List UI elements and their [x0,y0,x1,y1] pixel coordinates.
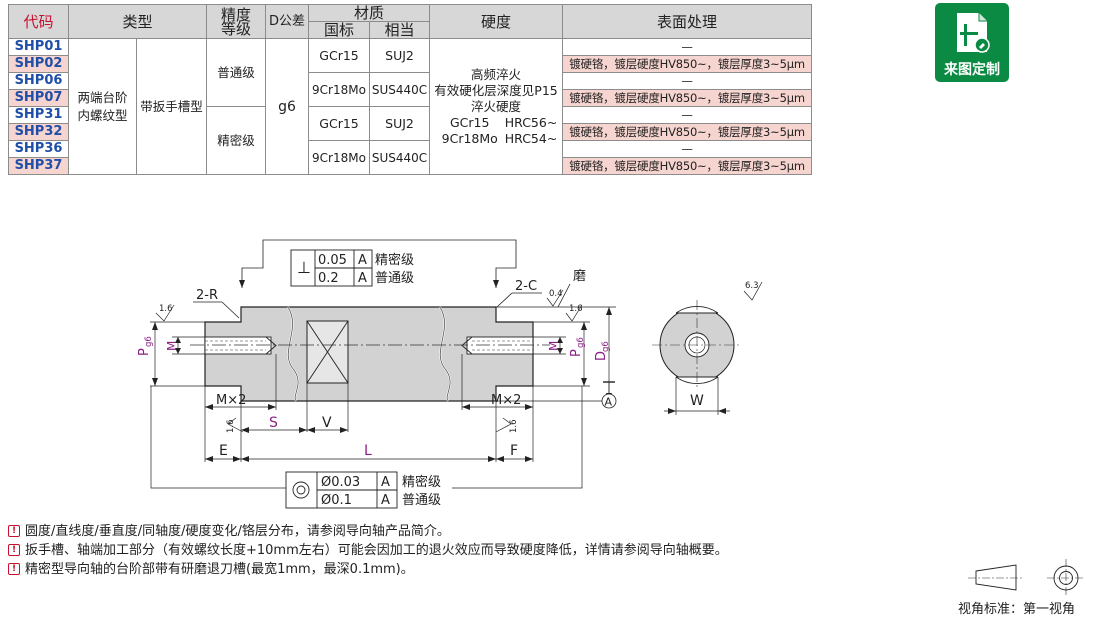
roughness-63: 6.3 [745,281,759,291]
e-label: E [219,443,228,459]
roughness-04: 0.4 [549,289,563,299]
m2-left: M×2 [216,393,246,408]
row-surface: 镀硬铬，镀层硬度HV850~，镀层厚度3~5μm [562,55,813,73]
row-code: SHP07 [8,89,69,107]
row-code: SHP37 [8,157,69,175]
row-code: SHP32 [8,123,69,141]
spec-table: 代码 类型 精度 等级 D公差 材质 硬度 表面处理 国标 相当 SHP01 两… [8,4,813,175]
d-g6: g6 [601,341,611,352]
info-icon: ! [8,524,20,537]
conc-label-precision: 精密级 [402,474,441,490]
table-row: SHP32 镀硬铬，镀层硬度HV850~，镀层厚度3~5μm [8,123,813,141]
grade-normal: 普通级 [206,38,267,107]
tolerance-cell: g6 [265,38,310,175]
m2-right: M×2 [491,393,521,408]
note-item: !扳手槽、轴端加工部分（有效螺纹长度+10mm左右）可能会因加工的退火效应而导致… [8,541,728,560]
length-dims: M×2 M×2 S V E L F 1.6 1.6 [204,354,534,462]
info-icon: ! [8,543,20,556]
datum-a: A [605,396,613,409]
perp-value-precision: 0.05 [318,253,347,268]
concentricity-icon [292,481,310,499]
header-hardness: 硬度 [429,4,564,39]
table-row: SHP01 两端台阶 内螺纹型 带扳手槽型 普通级 g6 GCr15 SUJ2 … [8,38,813,175]
material-eq-4: SUS440C [369,140,431,175]
type-col1: 两端台阶 内螺纹型 [68,38,137,175]
hardness-line1: 高频淬火 [471,66,522,82]
roughness-16-right: 1.6 [569,304,583,314]
note-item: !圆度/直线度/垂直度/同轴度/硬度变化/铬层分布，请参阅导向轴产品简介。 [8,522,728,541]
p-label-right: P [569,349,584,357]
row-surface: 镀硬铬，镀层硬度HV850~，镀层厚度3~5μm [562,123,813,141]
material-eq-3: SUJ2 [369,106,431,141]
perp-label-precision: 精密级 [375,252,414,268]
grade-precision: 精密级 [206,106,267,175]
left-diameter-dims: P g6 M [137,321,205,387]
perp-value-normal: 0.2 [318,271,339,286]
v-label: V [322,415,332,431]
material-std-1: GCr15 [308,38,371,73]
p-g6-left: g6 [144,336,154,347]
hardness-line2: 有效硬化层深度见P15 [434,82,558,98]
edge-labels: 2-R 2-C 磨 0.4 1.6 1.6 6.3 [155,269,763,322]
conc-datum-2: A [381,493,390,508]
row-code: SHP01 [8,38,69,56]
header-code: 代码 [8,4,69,39]
note-item: !精密型导向轴的台阶部带有研磨退刀槽(最宽1mm，最深0.1mm)。 [8,560,728,579]
right-diameter-dims: M P g6 D g6 A [496,306,617,409]
roughness-16-face-left: 1.6 [226,419,236,433]
hardness-line3: 淬火硬度 [471,98,522,114]
f-label: F [510,443,518,459]
grind-label: 磨 [573,269,586,284]
perpendicularity-callout: ⊥ 0.05 A 精密级 0.2 A 普通级 [239,239,517,288]
header-material-eq: 相当 [369,21,431,39]
row-surface: 镀硬铬，镀层硬度HV850~，镀层厚度3~5μm [562,157,813,175]
header-tolerance: D公差 [265,4,310,39]
custom-drawing-icon [957,13,990,53]
material-std-2: 9Cr18Mo [308,72,371,107]
info-icon: ! [8,562,20,575]
conc-datum-1: A [381,475,390,490]
r-label: 2-R [196,288,218,303]
conc-label-normal: 普通级 [402,493,441,508]
header-material-std: 国标 [308,21,371,39]
material-eq-1: SUJ2 [369,38,431,73]
notes: !圆度/直线度/垂直度/同轴度/硬度变化/铬层分布，请参阅导向轴产品简介。 !扳… [8,522,728,579]
perpendicularity-symbol: ⊥ [297,258,311,277]
table-row: SHP02 镀硬铬，镀层硬度HV850~，镀层厚度3~5μm [8,55,813,73]
table-row: SHP37 镀硬铬，镀层硬度HV850~，镀层厚度3~5μm [8,157,813,175]
m-label-left: M [165,341,179,351]
p-g6-right: g6 [576,337,586,348]
projection-label: 视角标准：第一视角 [958,602,1076,617]
s-label: S [269,415,278,431]
roughness-16-face-right: 1.6 [509,419,519,433]
roughness-16-left: 1.6 [159,304,173,314]
w-label: W [690,393,704,409]
badge-label: 来图定制 [944,62,1000,78]
end-view: W [652,300,742,415]
projection-symbol-icon [968,559,1085,597]
material-std-4: 9Cr18Mo [308,140,371,175]
material-std-3: GCr15 [308,106,371,141]
type-col2: 带扳手槽型 [135,38,208,175]
header-surface: 表面处理 [562,4,813,39]
shaft-body [190,306,550,402]
perp-label-normal: 普通级 [375,271,414,286]
row-code: SHP02 [8,55,69,73]
perp-datum-1: A [358,253,367,268]
table-row: SHP31 精密级 GCr15 SUJ2 — [8,106,813,175]
p-label-left: P [137,348,152,356]
header-material: 材质 [308,4,431,22]
l-label: L [364,443,372,459]
d-label: D [594,351,609,361]
perp-datum-2: A [358,271,367,286]
c-label: 2-C [515,279,537,294]
custom-drawing-badge[interactable]: 来图定制 [935,3,1009,82]
concentricity-callout: Ø0.03 A 精密级 Ø0.1 A 普通级 [150,386,583,509]
m-label-right: M [547,341,561,351]
conc-value-normal: Ø0.1 [321,493,352,508]
conc-value-precision: Ø0.03 [321,475,360,490]
